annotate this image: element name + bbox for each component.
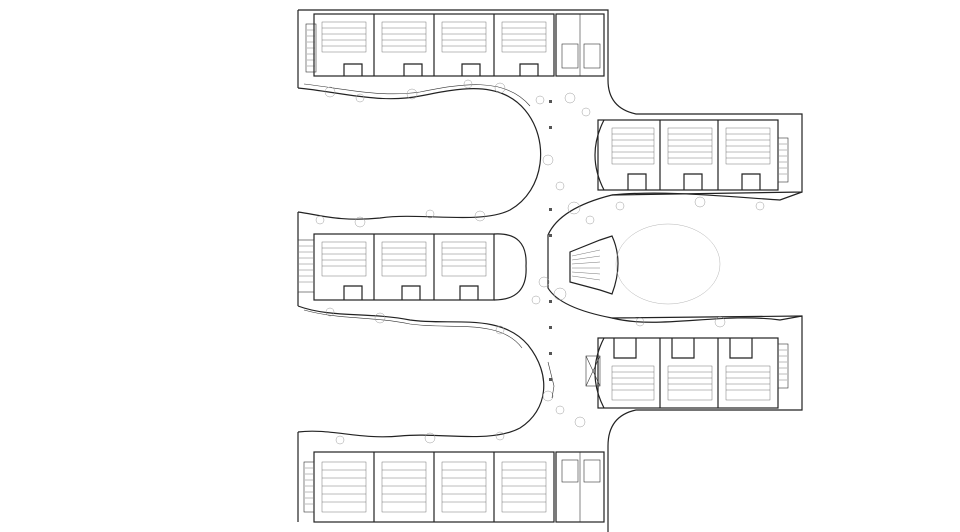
east-upper-curve — [611, 191, 803, 201]
east-upper-stair — [777, 137, 789, 183]
walkway-curve-south — [297, 305, 545, 438]
walkway-curve-north — [297, 87, 542, 220]
east-upper-seating — [611, 127, 771, 165]
curved-bench — [547, 361, 555, 399]
walkway-columns — [549, 100, 552, 381]
central-staircase — [569, 235, 619, 295]
south-wing — [303, 451, 605, 523]
north-seating — [321, 21, 547, 53]
east-upper-wing — [594, 119, 789, 191]
east-lower-seating — [611, 365, 771, 401]
oval-courtyard — [615, 223, 721, 305]
north-wing — [305, 13, 605, 77]
east-lower-elevator — [585, 355, 601, 387]
east-lower-wing — [585, 337, 789, 409]
landscape-trees — [315, 79, 765, 445]
north-stair — [305, 23, 317, 73]
east-lower-classroom-block — [597, 337, 779, 409]
curved-walkway — [297, 83, 803, 438]
south-seating — [321, 461, 547, 513]
east-lower-stair — [777, 343, 789, 389]
east-upper-classroom-block — [597, 119, 779, 191]
east-lower-curve — [611, 315, 803, 323]
east-upper-rounded-end — [594, 119, 605, 191]
central-seating — [321, 241, 487, 277]
central-west-wing — [297, 233, 527, 301]
central-rounded-end — [493, 233, 527, 301]
north-wing-outline — [298, 9, 803, 532]
south-stair — [303, 461, 315, 513]
walkway-curve-north-inner — [303, 83, 531, 107]
north-storage-rooms — [343, 63, 539, 76]
central-stair — [297, 239, 315, 293]
walkway-curve-south-inner — [303, 309, 523, 349]
central-classroom-block — [313, 233, 495, 301]
